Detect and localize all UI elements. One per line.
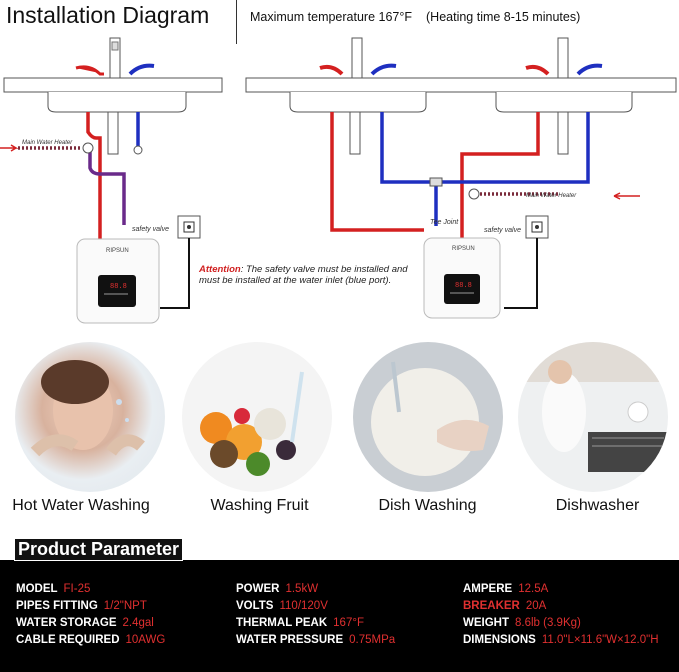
attention-text: : The safety valve must be installed and…: [199, 264, 408, 286]
dish-washing-image: [353, 342, 503, 492]
right-brand: RIPSUN: [452, 246, 475, 252]
left-valve-label: safety valve: [132, 226, 169, 233]
page-title: Installation Diagram: [6, 2, 210, 28]
right-main-label: Main Water Heater: [526, 193, 577, 199]
right-power-cord: [504, 238, 538, 309]
left-main-label: Main Water Heater: [22, 140, 73, 146]
right-display: 88.8: [455, 282, 472, 290]
right-faucet-2: [525, 37, 603, 79]
left-arrow-icon: [0, 144, 19, 152]
right-valve-label: safety valve: [484, 227, 521, 234]
right-heater-unit: 88.8 RIPSUN: [423, 237, 501, 319]
washing-fruit-image: [182, 342, 332, 492]
right-hot-pipe-1: [330, 112, 424, 232]
parameter-band: [0, 560, 679, 672]
dishwasher-image: [518, 342, 668, 492]
attention-note: Attention: The safety valve must be inst…: [199, 264, 409, 286]
header-divider: [236, 0, 237, 44]
left-display: 88.8: [110, 283, 127, 291]
use-label-hot-water: Hot Water Washing: [12, 497, 150, 514]
use-label-fruit: Washing Fruit: [210, 497, 309, 514]
left-drain: [107, 111, 119, 155]
right-faucet-1: [319, 37, 397, 79]
max-temperature-note: Maximum temperature 167°F (Heating time 8…: [250, 10, 580, 24]
right-arrow-icon: [613, 192, 640, 200]
parameter-title: Product Parameter: [14, 538, 184, 561]
right-sink-counter: [245, 77, 677, 113]
max-temp-text: Maximum temperature 167°F: [250, 10, 412, 24]
hot-water-washing-image: [15, 342, 165, 492]
attention-prefix: Attention: [199, 264, 241, 275]
left-sink-counter: [3, 77, 223, 113]
right-hot-pipe-2: [460, 112, 540, 240]
heating-time-text: (Heating time 8-15 minutes): [426, 10, 581, 24]
left-mixed-pipe: [88, 148, 126, 225]
tee-joint-label: Tee Joint: [430, 219, 459, 226]
use-label-dish: Dish Washing: [378, 497, 477, 514]
left-hot-pipe: [86, 112, 102, 240]
left-power-cord: [160, 238, 190, 309]
installation-diagram: 88.8 RIPSUN safety valve Main Water Heat…: [0, 37, 677, 324]
use-label-dishwasher: Dishwasher: [555, 497, 640, 514]
left-faucet: [75, 37, 155, 79]
left-brand: RIPSUN: [106, 248, 129, 254]
left-heater-unit: 88.8 RIPSUN: [76, 238, 160, 324]
right-cold-pipe: [380, 112, 590, 184]
